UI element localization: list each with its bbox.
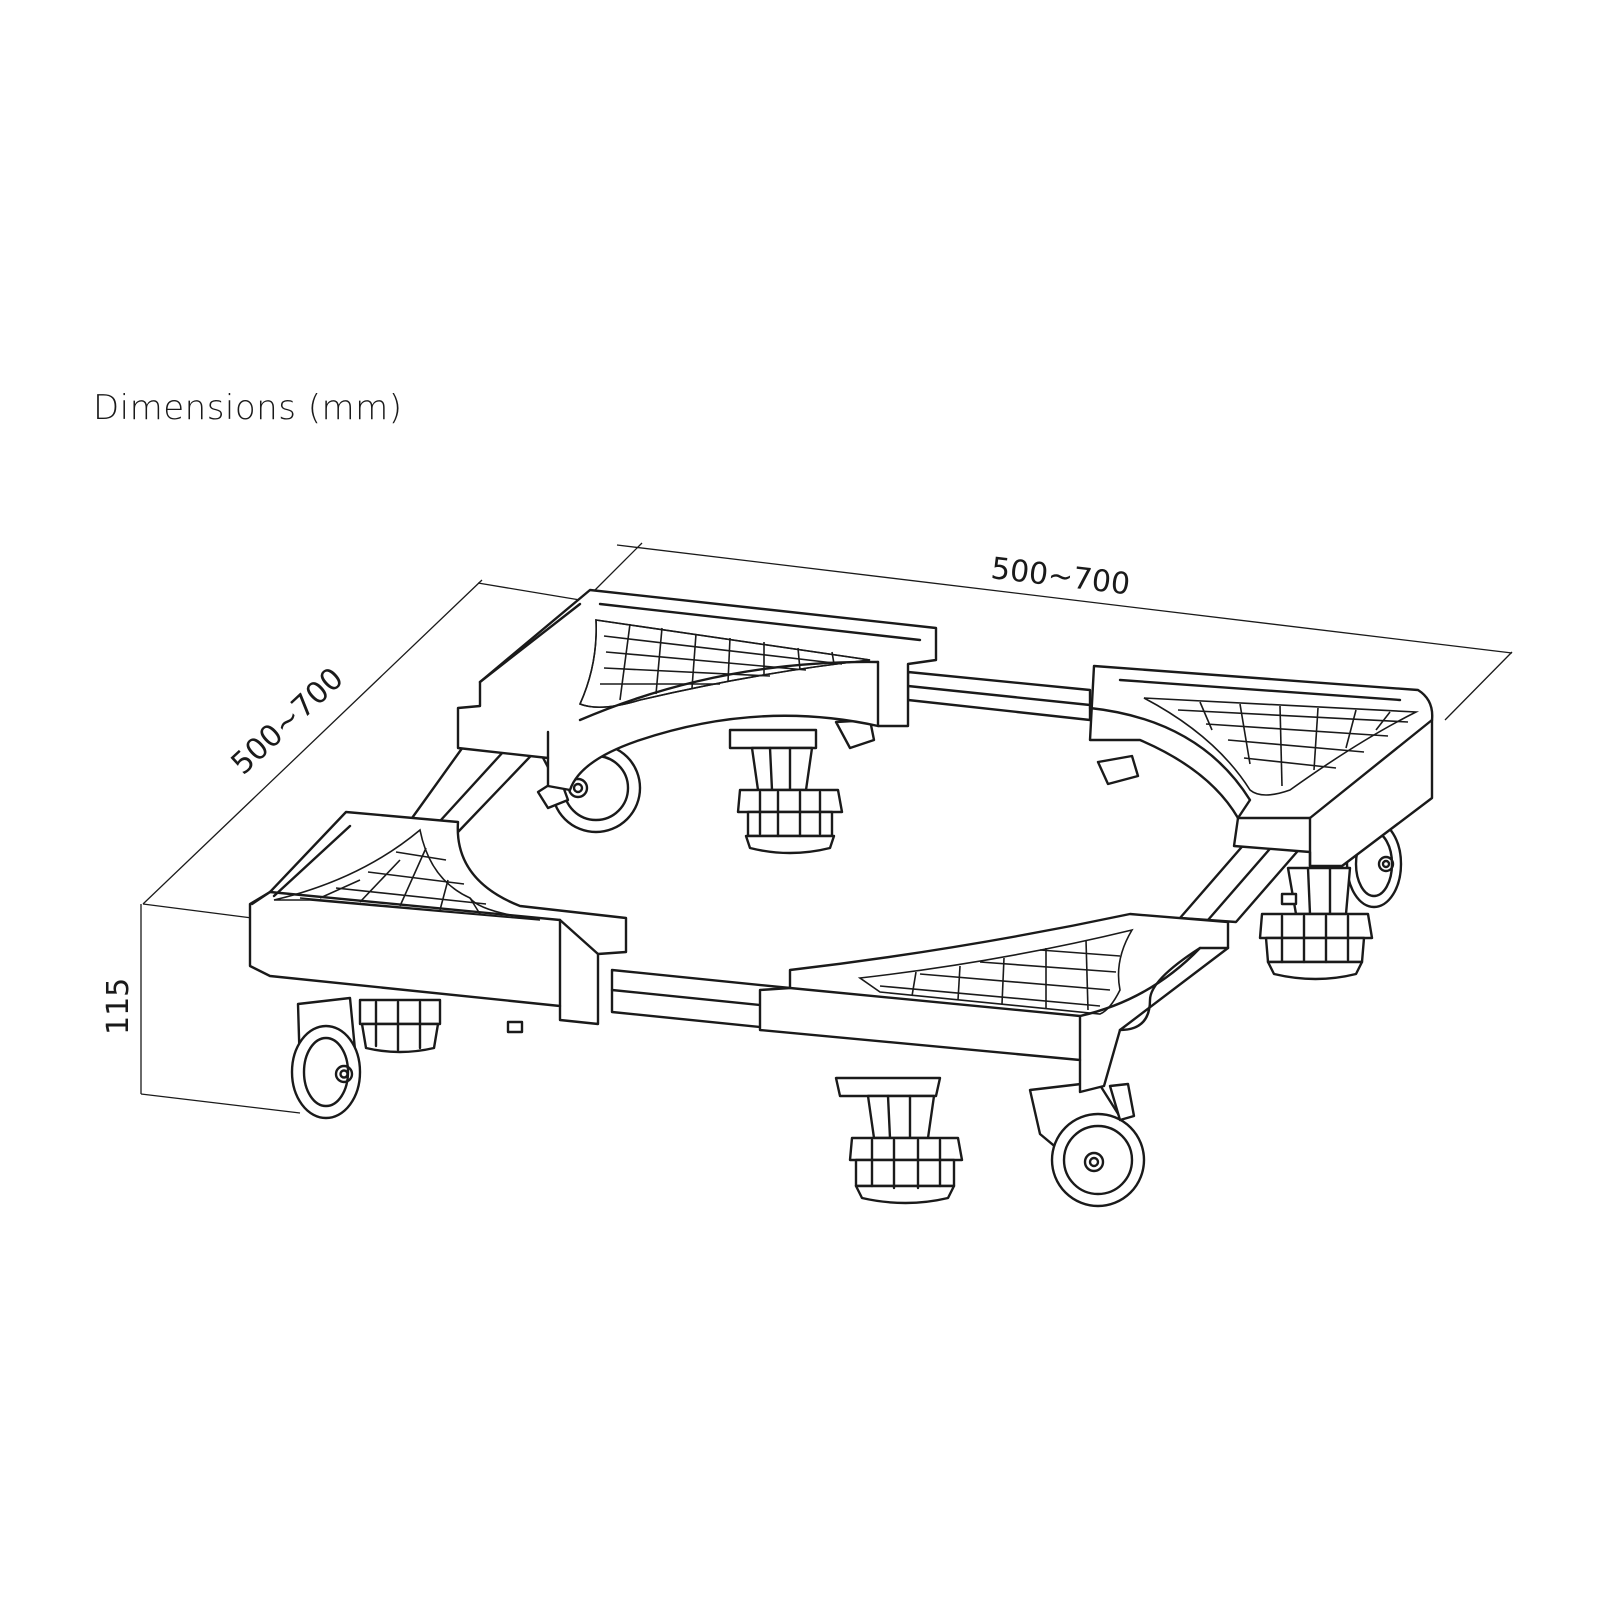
leveling-foot-right [1258, 866, 1374, 981]
dimension-height-label: 115 [101, 978, 136, 1035]
corner-back-left [456, 588, 938, 792]
caster-front-right [1028, 1080, 1146, 1208]
caster-front-left [290, 996, 362, 1120]
corner-front-right [758, 912, 1230, 1094]
dimension-width-label: 500~700 [989, 551, 1132, 602]
corner-front-left [248, 810, 628, 1026]
corner-back-right [1088, 664, 1434, 868]
dimension-depth-label: 500~700 [225, 661, 351, 782]
leveling-foot-back [728, 718, 876, 855]
leveling-foot-left [358, 998, 442, 1054]
pad-back-right [1096, 754, 1140, 786]
diagram-title: Dimensions (mm) [93, 388, 403, 428]
frame-bolts [506, 892, 1298, 1034]
dimension-height: 115 [101, 904, 301, 1114]
leveling-foot-front [834, 1076, 964, 1205]
